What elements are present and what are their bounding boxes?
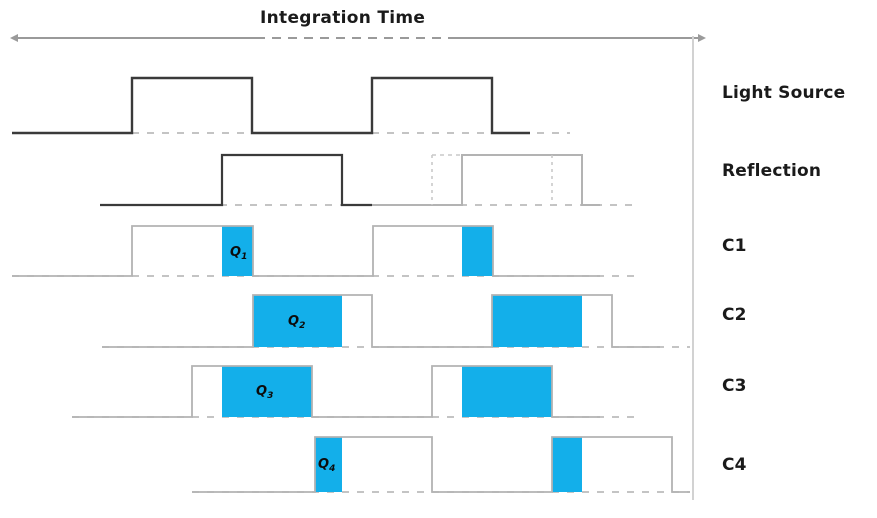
waveform-light-source — [12, 76, 530, 135]
waveform-ghost-reflection — [100, 154, 600, 206]
row-label-c4: C4 — [722, 455, 747, 475]
waveform-c1 — [12, 225, 600, 277]
charge-fill-c3-1 — [462, 366, 552, 417]
row-label-c2: C2 — [722, 305, 747, 325]
charge-fill-c2-1 — [492, 295, 582, 347]
waveform-c2 — [102, 294, 660, 348]
row-label-c1: C1 — [722, 236, 747, 256]
charge-fill-c1-1 — [462, 226, 493, 276]
waveform-reflection — [100, 153, 372, 207]
charge-fill-c2-0 — [253, 295, 342, 347]
row-label-c3: C3 — [722, 376, 747, 396]
waveform-c3 — [72, 365, 600, 418]
charge-fill-c4-0 — [315, 437, 342, 492]
row-label-reflection: Reflection — [722, 161, 822, 181]
waveform-c4 — [192, 436, 690, 493]
page-title: Integration Time — [260, 8, 426, 28]
charge-fill-c4-1 — [552, 437, 582, 492]
charge-fill-c1-0 — [222, 226, 253, 276]
row-label-light-source: Light Source — [722, 83, 846, 103]
charge-fill-c3-0 — [222, 366, 312, 417]
